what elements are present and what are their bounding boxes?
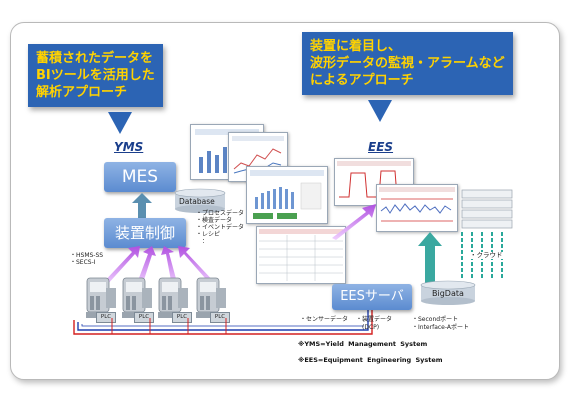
- callout-left-line-1: 蓄積されたデータを: [36, 51, 154, 66]
- mes-control-arrow: [132, 193, 152, 219]
- equipment-control-box: 装置制御: [104, 218, 186, 248]
- plc-box: PLC: [210, 312, 230, 323]
- report-screen-3: [246, 166, 328, 224]
- callout-left-line-2: BIツールを活用した: [36, 68, 155, 83]
- report-chart-graphic-3: [250, 170, 324, 219]
- protocol-hsms: ・HSMS-SS: [70, 252, 104, 259]
- callout-right: 装置に着目し、 波形データの監視・アラームなど によるアプローチ: [302, 32, 513, 95]
- server-upload-arrow: [418, 232, 442, 284]
- callout-left-line-3: 解析アプローチ: [36, 85, 128, 100]
- data-list: ・プロセスデータ ・検査データ ・イベントデータ ・レシピ ：: [196, 210, 244, 245]
- plc-box: PLC: [134, 312, 154, 323]
- plc-box: PLC: [96, 312, 116, 323]
- data-list-item: ・イベントデータ: [196, 224, 245, 231]
- alarm-table-screen: [256, 226, 346, 284]
- sensor-data-label: ・センサーデータ: [300, 316, 349, 323]
- mes-label: MES: [121, 167, 159, 187]
- bigdata-cylinder: [420, 280, 476, 305]
- port-interface-label: ・Interface-Aポート: [412, 324, 470, 331]
- yms-label: YMS: [114, 140, 144, 154]
- callout-right-line-3: によるアプローチ: [310, 73, 414, 88]
- data-list-item: ・検査データ: [196, 217, 233, 224]
- footnote-yms: ※YMS=Yield Management System: [298, 340, 428, 348]
- alarm-table-graphic: [259, 229, 343, 281]
- equipment-data-label: ・装置データ: [356, 316, 393, 323]
- callout-left-tail: [108, 112, 132, 134]
- equipment-control-label: 装置制御: [114, 224, 175, 242]
- database-label: Database: [179, 197, 215, 206]
- waveform-graphic-2: [379, 187, 455, 222]
- footnote-ees: ※EES=Equipment Engineering System: [298, 356, 443, 364]
- port-second-label: ・Secondポート: [412, 316, 459, 323]
- waveform-screen-2: [376, 184, 458, 232]
- callout-left: 蓄積されたデータを BIツールを活用した 解析アプローチ: [28, 44, 163, 107]
- ees-server-label: EESサーバ: [340, 289, 404, 304]
- callout-right-line-1: 装置に着目し、: [310, 39, 402, 54]
- data-list-item: ・プロセスデータ: [196, 210, 245, 217]
- protocol-secs: ・SECS-Ⅰ: [70, 259, 96, 266]
- mes-box: MES: [104, 162, 176, 192]
- callout-right-tail: [368, 100, 392, 122]
- data-list-item: ：: [196, 238, 209, 245]
- ees-label: EES: [368, 140, 394, 154]
- cloud-label: ・クラウド: [470, 251, 503, 259]
- plc-box: PLC: [172, 312, 192, 323]
- ees-alarm-arrow: [332, 204, 376, 240]
- data-list-item: ・レシピ: [196, 231, 221, 238]
- ees-server-box: EESサーバ: [332, 284, 412, 310]
- callout-right-line-2: 波形データの監視・アラームなど: [310, 56, 505, 71]
- equipment-data-arrows: [100, 246, 218, 286]
- bigdata-label: BigData: [432, 289, 464, 298]
- server-rack-icon: [461, 189, 513, 229]
- database-cylinder: [174, 188, 226, 213]
- equipment-data-sublabel: (DCP): [362, 324, 380, 331]
